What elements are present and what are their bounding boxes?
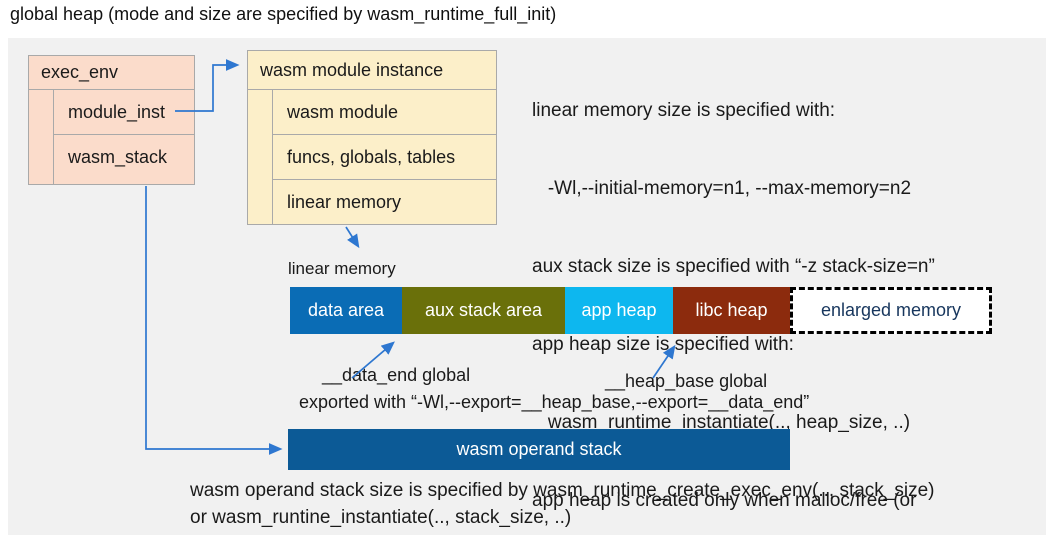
segment-libc-heap: libc heap (673, 287, 790, 334)
exec-env-row-wasm-stack: wasm_stack (68, 147, 168, 167)
exec-env-rows: module_inst wasm_stack (53, 90, 194, 184)
operand-stack-notes: wasm operand stack size is specified by … (190, 477, 935, 531)
heap-base-global-label: __heap_base global (605, 371, 768, 391)
segment-aux-stack-area: aux stack area (402, 287, 565, 334)
exec-env-row-module-inst: module_inst (54, 90, 194, 135)
module-instance-row-wasm-module: wasm module (273, 90, 496, 135)
data-end-global-label: __data_end global (322, 365, 471, 385)
exec-env-header: exec_env (29, 56, 194, 90)
note-line: app heap is created only when malloc/fre… (532, 490, 917, 511)
module-instance-row-funcs-globals-tables: funcs, globals, tables (273, 135, 496, 180)
page-title: global heap (mode and size are specified… (10, 4, 557, 24)
segment-enlarged-memory: enlarged memory (790, 287, 992, 334)
size-notes: linear memory size is specified with: -W… (532, 46, 1042, 547)
exported-with-label: exported with “-Wl,--export=__heap_base,… (299, 392, 810, 412)
note-line: wasm operand stack size is specified by … (190, 480, 935, 501)
wasm-operand-stack-bar: wasm operand stack (288, 429, 790, 470)
segment-app-heap: app heap (565, 287, 673, 334)
note-line: linear memory size is specified with: (532, 100, 836, 121)
note-line: or wasm_runtine_instantiate(.., stack_si… (190, 507, 572, 528)
module-instance-box: wasm module instance wasm module funcs, … (247, 50, 497, 225)
note-line: aux stack size is specified with “-z sta… (532, 256, 935, 277)
segment-data-area: data area (290, 287, 402, 334)
note-line: wasm_runtime_instantiate(.., heap_size, … (532, 412, 911, 433)
note-line: app heap size is specified with: (532, 334, 794, 355)
linear-memory-label: linear memory (288, 259, 396, 278)
module-instance-rows: wasm module funcs, globals, tables linea… (272, 90, 496, 224)
note-line: -Wl,--initial-memory=n1, --max-memory=n2 (532, 178, 912, 199)
module-instance-row-linear-memory: linear memory (287, 192, 402, 212)
linear-memory-bar: data area aux stack area app heap libc h… (290, 287, 992, 334)
module-instance-header: wasm module instance (248, 51, 496, 90)
exec-env-box: exec_env module_inst wasm_stack (28, 55, 195, 185)
